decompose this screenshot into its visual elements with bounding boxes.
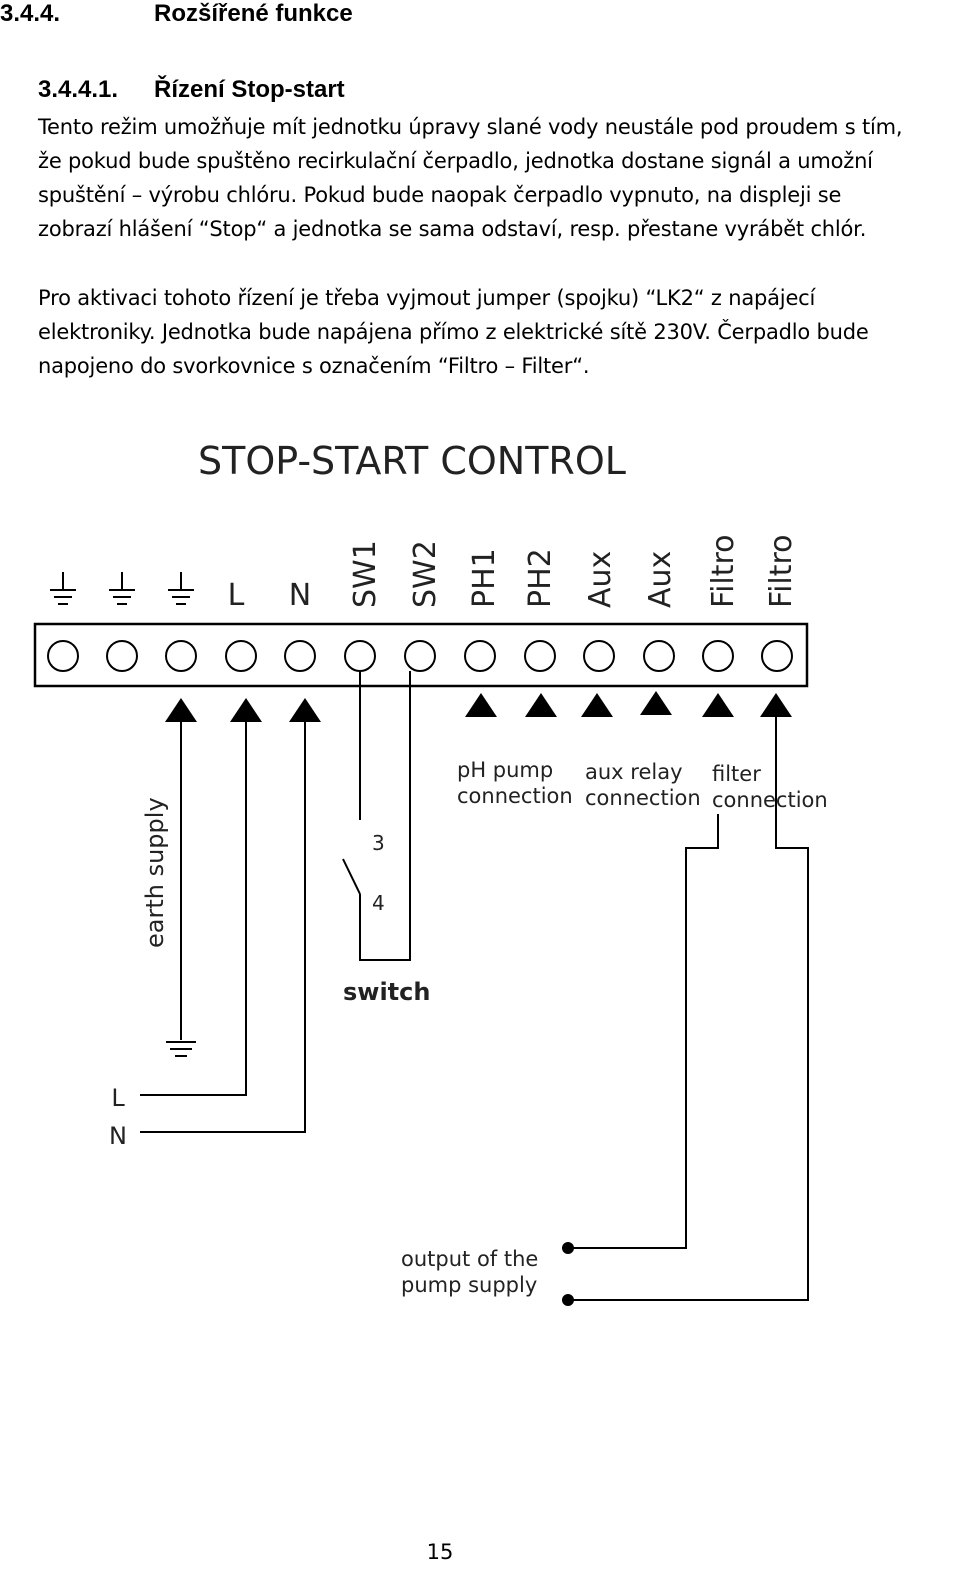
terminal-screw	[464, 640, 496, 672]
paragraph-line: že pokud bude spuštěno recirkulační čerp…	[38, 149, 873, 173]
output-label-line: pump supply	[401, 1273, 537, 1297]
paragraph-stop-start-description: Tento režim umožňuje mít jednotku úpravy…	[38, 110, 938, 246]
arrow-up-icon	[581, 693, 613, 717]
terminal-screw	[284, 640, 316, 672]
terminal-label-l: L	[228, 578, 245, 613]
filter-label-line: connection	[712, 788, 828, 812]
arrow-up-icon	[525, 693, 557, 717]
terminal-label-aux-1: Aux	[583, 551, 618, 608]
neutral-wire	[140, 722, 306, 1133]
arrow-up-icon	[289, 698, 321, 722]
terminal-label-sw1: SW1	[348, 540, 383, 608]
filter-wire-1	[568, 814, 719, 1249]
terminal-screws	[47, 640, 793, 672]
terminal-screw	[106, 640, 138, 672]
ph-pump-label-line: pH pump	[457, 758, 553, 782]
terminal-screw	[344, 640, 376, 672]
paragraph-line: Pro aktivaci tohoto řízení je třeba vyjm…	[38, 286, 816, 310]
terminal-screw	[702, 640, 734, 672]
filter-label: filter connection	[712, 762, 828, 812]
terminal-screw	[583, 640, 615, 672]
subsection-number: 3.4.4.1.	[38, 76, 119, 103]
paragraph-line: elektroniky. Jednotka bude napájena přím…	[38, 320, 869, 344]
switch-label: switch	[343, 978, 430, 1006]
arrow-up-icon	[702, 693, 734, 717]
pump-output-terminal	[562, 1294, 574, 1306]
arrow-up-icon	[165, 698, 197, 722]
terminal-screw	[643, 640, 675, 672]
terminal-block	[33, 622, 809, 688]
terminal-label-n: N	[289, 578, 311, 613]
arrow-up-icon	[465, 693, 497, 717]
filter-label-line: filter	[712, 762, 761, 786]
arrow-up-icon	[230, 698, 262, 722]
aux-relay-label: aux relay connection	[585, 760, 701, 810]
paragraph-line: zobrazí hlášení “Stop“ a jednotka se sam…	[38, 217, 867, 241]
filter-wire-2	[568, 717, 809, 1301]
earth-symbol-1	[50, 572, 76, 605]
ph-pump-label: pH pump connection	[457, 758, 573, 808]
terminal-label-sw2: SW2	[408, 540, 443, 608]
output-label-line: output of the	[401, 1247, 538, 1271]
live-wire	[140, 722, 247, 1096]
terminal-screw	[761, 640, 793, 672]
switch-contact-3: 3	[372, 831, 385, 855]
paragraph-line: napojeno do svorkovnice s označením “Fil…	[38, 354, 590, 378]
subsection-heading: 3.4.4.1. Řízení Stop-start	[38, 76, 345, 104]
terminal-label-ph2: PH2	[523, 548, 558, 608]
earth-symbol-2	[109, 572, 135, 605]
diagram-title: STOP-START CONTROL	[198, 439, 626, 483]
arrow-up-icon	[640, 691, 672, 715]
terminal-label-aux-2: Aux	[643, 551, 678, 608]
arrow-up-icon	[760, 693, 792, 717]
connection-arrows	[165, 691, 792, 722]
terminal-screw	[225, 640, 257, 672]
switch-contact-lever	[342, 858, 361, 895]
terminal-label-filtro-2: Filtro	[764, 534, 799, 608]
section-number: 3.4.4.	[0, 0, 61, 27]
earth-symbol-3	[168, 572, 194, 605]
line-label-n: N	[109, 1122, 127, 1150]
output-label: output of the pump supply	[401, 1247, 545, 1297]
paragraph-line: Tento režim umožňuje mít jednotku úpravy…	[38, 115, 903, 139]
paragraph-line: spuštění – výrobu chlóru. Pokud bude nao…	[38, 183, 842, 207]
aux-relay-label-line: connection	[585, 786, 701, 810]
switch-loop-wire	[359, 671, 411, 961]
aux-relay-label-line: aux relay	[585, 760, 683, 784]
terminal-screw	[165, 640, 197, 672]
terminal-screw	[47, 640, 79, 672]
earth-symbol-bottom	[166, 1041, 196, 1057]
earth-supply-label: earth supply	[141, 797, 169, 948]
ph-pump-label-line: connection	[457, 784, 573, 808]
terminal-label-ph1: PH1	[467, 548, 502, 608]
switch-contact-4: 4	[372, 891, 385, 915]
terminal-screw	[404, 640, 436, 672]
terminal-label-filtro-1: Filtro	[706, 534, 741, 608]
paragraph-activation-instructions: Pro aktivaci tohoto řízení je třeba vyjm…	[38, 281, 938, 383]
section-heading: 3.4.4. Rozšířené funkce	[0, 0, 353, 28]
page-number: 15	[426, 1540, 454, 1564]
terminal-screw	[524, 640, 556, 672]
line-label-l: L	[111, 1084, 125, 1112]
pump-output-terminal	[562, 1242, 574, 1254]
stop-start-wiring-diagram: STOP-START CONTROL L N SW1 SW2 PH1 PH2 A…	[33, 439, 828, 1306]
section-title: Rozšířené funkce	[154, 0, 353, 27]
subsection-title: Řízení Stop-start	[154, 76, 345, 103]
